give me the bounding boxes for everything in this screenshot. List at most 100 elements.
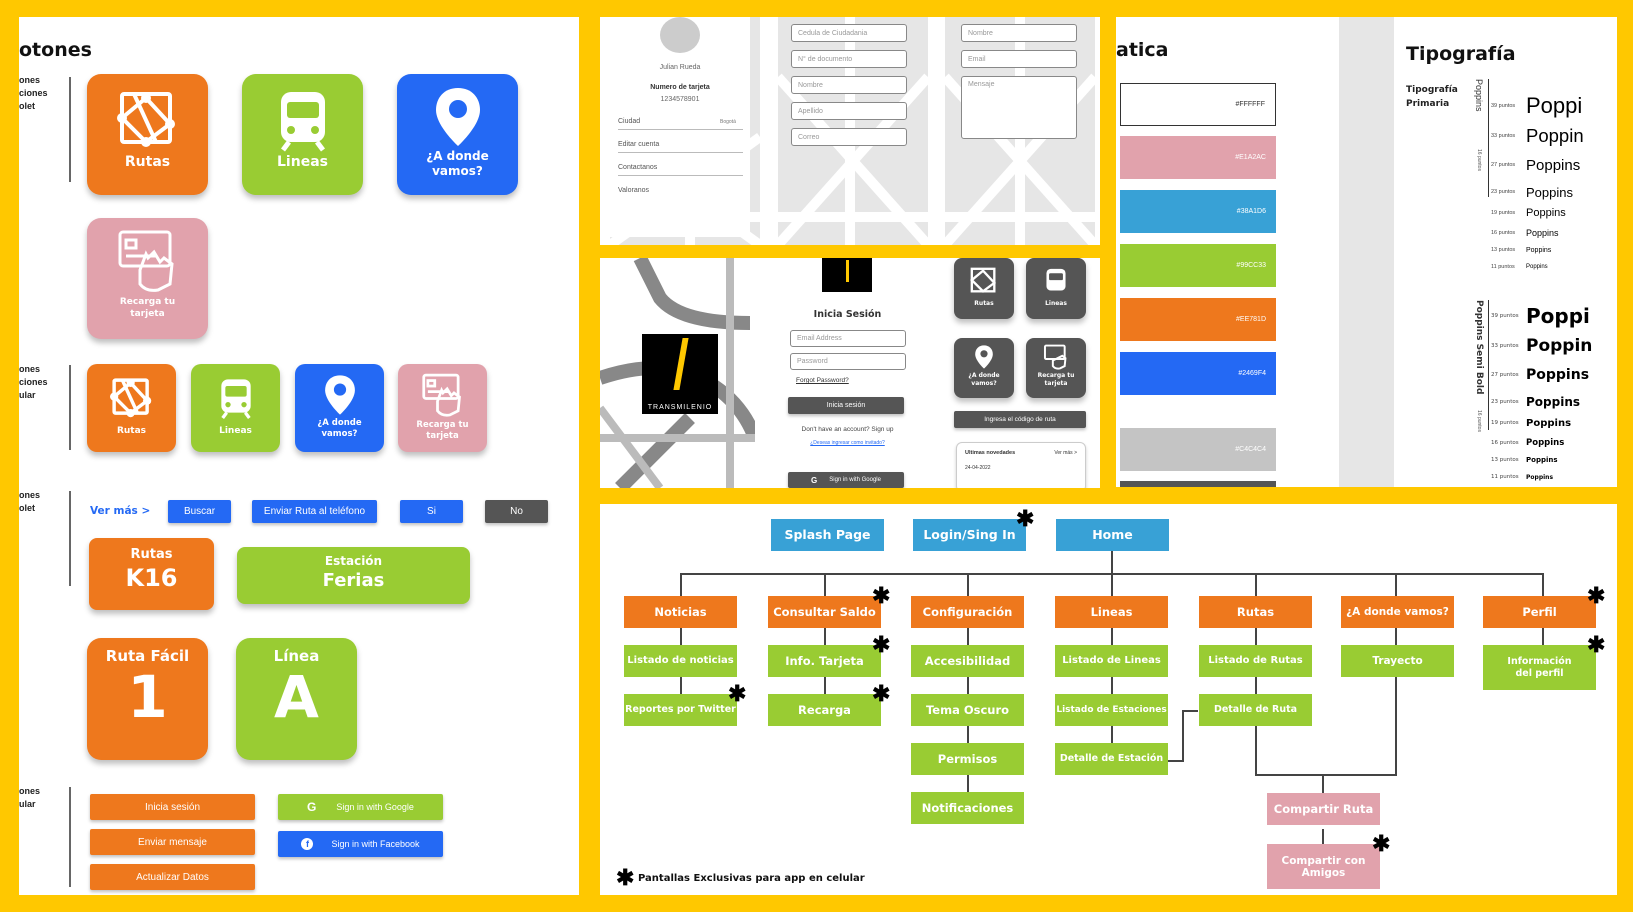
panel-title: otones <box>19 39 92 61</box>
home-tile-recarga[interactable]: Recarga tu tarjeta <box>1026 338 1086 398</box>
enviar-mensaje-button[interactable]: Enviar mensaje <box>90 829 255 855</box>
node-compartir-ruta[interactable]: Compartir Ruta <box>1267 793 1380 825</box>
connector <box>1111 626 1113 748</box>
node-home[interactable]: Home <box>1056 519 1169 551</box>
google-icon: G <box>811 475 818 485</box>
si-button[interactable]: Si <box>400 500 463 523</box>
contact-email-field[interactable]: Email <box>961 50 1077 68</box>
tile-rutas[interactable]: Rutas <box>87 74 208 195</box>
logo-text: TRANSMILENIO <box>647 404 713 411</box>
node-listado-estaciones[interactable]: Listado de Estaciones <box>1055 694 1168 726</box>
menu-editar[interactable]: Editar cuenta <box>618 141 743 153</box>
cedula-select[interactable]: Cedula de Ciudadania <box>791 24 907 42</box>
connector <box>680 573 682 603</box>
home-tile-lineas[interactable]: Lineas <box>1026 258 1086 319</box>
google-signin-button[interactable]: G Sign in with Google <box>278 794 443 820</box>
small-tile-a-donde-vamos[interactable]: ¿A donde vamos? <box>295 364 384 452</box>
home-tile-a-donde[interactable]: ¿A donde vamos? <box>954 338 1014 398</box>
node-perfil[interactable]: Perfil <box>1483 596 1596 628</box>
node-splash[interactable]: Splash Page <box>771 519 884 551</box>
connector <box>1542 626 1544 651</box>
tile-label: Rutas <box>124 154 171 170</box>
password-input[interactable]: Password <box>790 353 906 370</box>
node-listado-rutas[interactable]: Listado de Rutas <box>1199 645 1312 677</box>
node-info-tarjeta[interactable]: Info. Tarjeta <box>768 645 881 677</box>
node-trayecto[interactable]: Trayecto <box>1341 645 1454 677</box>
email-input[interactable]: Email Address <box>790 330 906 347</box>
small-tile-rutas[interactable]: Rutas <box>87 364 176 452</box>
contact-mensaje-field[interactable]: Mensaje <box>961 76 1077 139</box>
node-lineas[interactable]: Lineas <box>1055 596 1168 628</box>
logo-stripe <box>673 338 689 390</box>
no-button[interactable]: No <box>485 500 548 523</box>
actualizar-datos-button[interactable]: Actualizar Datos <box>90 864 255 890</box>
node-noticias[interactable]: Noticias <box>624 596 737 628</box>
sample: Poppins <box>1526 264 1548 270</box>
contact-nombre-field[interactable]: Nombre <box>961 24 1077 42</box>
node-compartir-amigos[interactable]: Compartir con Amigos <box>1267 844 1380 889</box>
node-login[interactable]: Login/Sing In <box>913 519 1026 551</box>
facebook-signin-button[interactable]: f Sign in with Facebook <box>278 831 443 857</box>
documento-field[interactable]: N° de documento <box>791 50 907 68</box>
location-pin-icon <box>435 88 480 146</box>
ver-mas-link[interactable]: Ver más > <box>90 505 151 517</box>
login-button[interactable]: Inicia sesión <box>788 397 904 414</box>
menu-contactanos[interactable]: Contactanos <box>618 164 743 176</box>
tile-recarga[interactable]: Recarga tu tarjeta <box>87 218 208 339</box>
route-code-button[interactable]: Ingresa el código de ruta <box>954 411 1086 428</box>
small-tile-lineas[interactable]: Lineas <box>191 364 280 452</box>
small-tile-recarga[interactable]: Recarga tu tarjeta <box>398 364 487 452</box>
menu-valoranos[interactable]: Valoranos <box>618 187 650 194</box>
node-rutas[interactable]: Rutas <box>1199 596 1312 628</box>
node-accesibilidad[interactable]: Accesibilidad <box>911 645 1024 677</box>
node-consultar-saldo[interactable]: Consultar Saldo <box>768 596 881 628</box>
enviar-ruta-button[interactable]: Enviar Ruta al teléfono <box>252 500 377 523</box>
sample: Poppins <box>1526 156 1581 174</box>
node-a-donde-vamos[interactable]: ¿A donde vamos? <box>1341 596 1454 628</box>
guest-link[interactable]: ¿Deseas ingresar como invitado? <box>810 440 885 446</box>
node-listado-noticias[interactable]: Listado de noticias <box>624 645 737 677</box>
profile-card <box>610 17 750 237</box>
card-top: Ruta Fácil <box>105 647 190 665</box>
news-title: Ultimas novedades <box>965 450 1016 456</box>
connector <box>1182 710 1184 762</box>
signup-text[interactable]: Don't have an account? Sign up <box>801 426 894 433</box>
profile-name: Julian Rueda <box>659 64 701 71</box>
node-permisos[interactable]: Permisos <box>911 743 1024 775</box>
tile-a-donde-vamos[interactable]: ¿A donde vamos? <box>397 74 518 195</box>
forgot-password-link[interactable]: Forgot Password? <box>796 377 849 384</box>
menu-ciudad[interactable]: Ciudad <box>618 118 743 130</box>
correo-field[interactable]: Correo <box>791 128 907 146</box>
node-detalle-ruta[interactable]: Detalle de Ruta <box>1199 694 1312 726</box>
node-configuracion[interactable]: Configuración <box>911 596 1024 628</box>
buscar-button[interactable]: Buscar <box>168 500 231 523</box>
node-detalle-estacion[interactable]: Detalle de Estación <box>1055 743 1168 775</box>
node-reportes-twitter[interactable]: Reportes por Twitter <box>624 694 737 726</box>
card-bottom: K16 <box>125 564 178 592</box>
news-more-link[interactable]: Ver más > <box>1054 450 1077 456</box>
nombre-field[interactable]: Nombre <box>791 76 907 94</box>
inicia-sesion-button[interactable]: Inicia sesión <box>90 794 255 820</box>
card-top: Línea <box>273 647 320 665</box>
connector <box>1255 724 1257 776</box>
bus-icon <box>220 379 251 419</box>
card-top: Estación <box>324 554 383 568</box>
card-ruta-facil-1: Ruta Fácil 1 <box>87 638 208 760</box>
card-estacion-ferias: Estación Ferias <box>237 547 470 604</box>
connector <box>1395 573 1397 603</box>
palette-title: atica <box>1116 39 1169 61</box>
swatch-gray: #C4C4C4 <box>1120 428 1276 471</box>
home-tile-rutas[interactable]: Rutas <box>954 258 1014 319</box>
swatch-skyblue: #38A1D6 <box>1120 190 1276 233</box>
tile-lineas[interactable]: Lineas <box>242 74 363 195</box>
node-listado-lineas[interactable]: Listado de Lineas <box>1055 645 1168 677</box>
apellido-field[interactable]: Apellido <box>791 102 907 120</box>
node-informacion-perfil[interactable]: Información del perfil <box>1483 645 1596 690</box>
logo-stripe <box>846 260 849 282</box>
node-notificaciones[interactable]: Notificaciones <box>911 792 1024 824</box>
node-tema-oscuro[interactable]: Tema Oscuro <box>911 694 1024 726</box>
node-recarga[interactable]: Recarga <box>768 694 881 726</box>
